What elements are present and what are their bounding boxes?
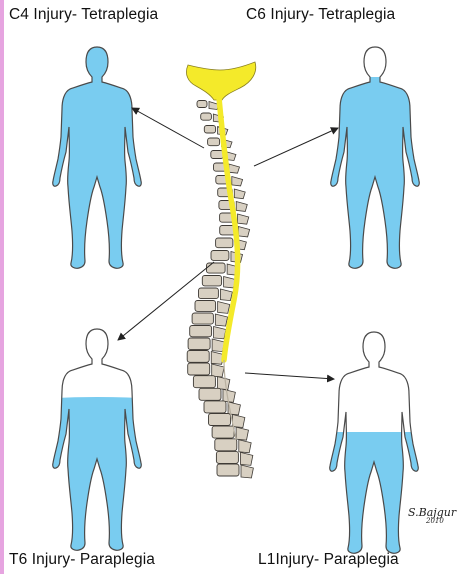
vertebra-body — [188, 363, 210, 375]
vertebra-body — [193, 376, 215, 388]
vertebra-process — [238, 214, 249, 224]
vertebra-process — [240, 452, 252, 465]
vertebra-process — [241, 465, 253, 478]
vertebra-process — [214, 327, 226, 339]
figure-c4 — [53, 47, 142, 268]
vertebra-process — [236, 202, 247, 212]
vertebra-body — [208, 138, 220, 146]
vertebra-body — [195, 301, 216, 312]
arrow-to-c4 — [132, 108, 204, 148]
vertebra-body — [199, 288, 219, 299]
vertebrae-column — [187, 101, 253, 479]
figure-t6 — [37, 329, 157, 561]
vertebra-process — [215, 314, 227, 326]
vertebra-body — [209, 414, 231, 426]
vertebra-body — [216, 238, 233, 248]
vertebra-process — [218, 302, 230, 314]
vertebra-process — [232, 177, 243, 186]
vertebra-process — [212, 364, 224, 377]
vertebra-body — [217, 464, 239, 476]
figure-c6 — [315, 47, 435, 277]
vertebra-body — [187, 351, 209, 363]
arrow-to-c6 — [254, 128, 338, 166]
caption-c4-injury: C4 Injury- Tetraplegia — [9, 6, 158, 24]
figure-l1 — [314, 332, 434, 572]
arrow-to-l1 — [245, 373, 334, 379]
vertebra-body — [201, 113, 212, 120]
vertebra-process — [239, 440, 251, 453]
t6-paralysis-region — [37, 397, 157, 561]
vertebra-body — [190, 326, 212, 337]
vertebra-process — [232, 415, 244, 428]
vertebra-process — [223, 389, 235, 402]
artist-signature: S.Bajgur 2010 — [408, 506, 456, 525]
vertebra-body — [188, 338, 210, 350]
vertebra-body — [202, 276, 221, 286]
caption-t6-injury: T6 Injury- Paraplegia — [9, 551, 155, 569]
vertebra-process — [238, 227, 249, 237]
vertebra-body — [204, 401, 226, 413]
vertebra-body — [215, 439, 237, 451]
caption-c6-injury: C6 Injury- Tetraplegia — [246, 6, 395, 24]
vertebra-body — [192, 313, 213, 324]
vertebra-body — [212, 426, 234, 438]
vertebra-body — [204, 126, 215, 134]
vertebra-body — [197, 101, 207, 108]
vertebra-process — [234, 189, 245, 199]
vertebra-body — [199, 388, 221, 400]
spine — [186, 62, 255, 478]
vertebra-process — [236, 427, 248, 440]
vertebra-body — [216, 451, 238, 463]
brain-stem-top — [186, 62, 255, 100]
vertebra-body — [211, 251, 229, 261]
vertebra-process — [220, 289, 232, 301]
caption-l1-injury: L1Injury- Paraplegia — [258, 551, 399, 569]
vertebra-process — [229, 164, 240, 173]
vertebra-body — [207, 263, 226, 273]
c4-body-fill — [53, 47, 142, 268]
vertebra-body — [211, 151, 224, 159]
vertebra-process — [217, 377, 229, 390]
